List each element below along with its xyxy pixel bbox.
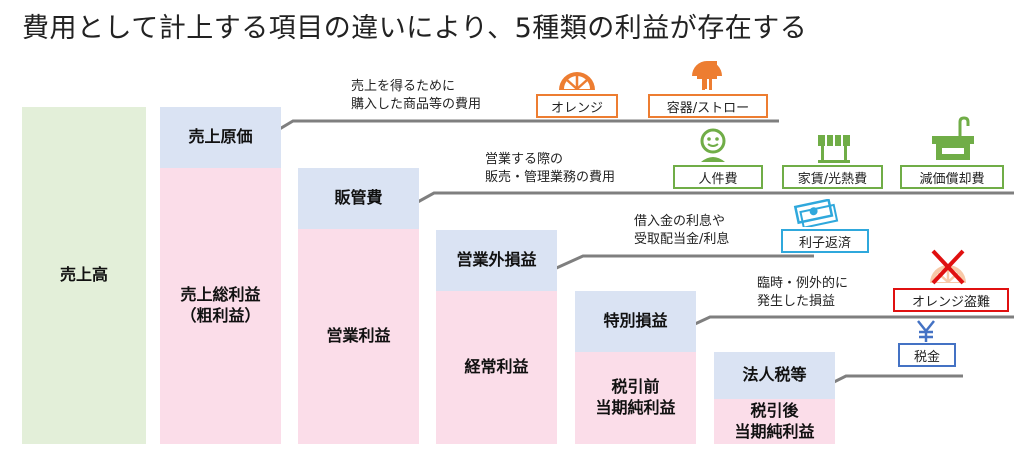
sales-label: 売上高 (59, 265, 108, 285)
ordinary-profit-label: 経常利益 (464, 357, 529, 377)
cogs-note: 売上を得るために 購入した商品等の費用 (351, 78, 481, 114)
sga-block: 販管費 (298, 168, 419, 229)
storefront-icon (818, 135, 850, 163)
net-label: 税引後 (750, 400, 799, 420)
gross-profit-label: 売上総利益 (180, 285, 261, 305)
money-bills-icon (793, 199, 839, 227)
operating-profit-label: 営業利益 (326, 326, 391, 346)
extra-connector (681, 315, 1014, 332)
smiley-person-icon (700, 128, 726, 162)
interest-label-box: 利子返済 (781, 229, 869, 253)
nonop-note-line1: 借入金の利息や (634, 214, 726, 229)
container-label-box: 容器/ストロー (648, 94, 768, 118)
tax-label-box: 税金 (898, 343, 956, 367)
orange-slice-icon (559, 72, 595, 90)
orange-crossed-icon (930, 249, 966, 285)
extraordinary-label: 特別損益 (603, 311, 668, 331)
page-title: 費用として計上する項目の違いにより、5種類の利益が存在する (22, 13, 808, 44)
cogs-block: 売上原価 (160, 107, 281, 168)
operating-profit-block: 営業利益 (298, 229, 419, 444)
theft-label-box: オレンジ盗難 (893, 288, 1009, 312)
nonop-connector (551, 254, 814, 272)
sga-label: 販管費 (334, 188, 383, 208)
cogs-note-line2: 購入した商品等の費用 (351, 97, 482, 113)
sales-block: 売上高 (22, 107, 146, 444)
straw-cup-icon (692, 61, 722, 90)
extra-note-line1: 臨時・例外的に (757, 276, 849, 291)
ordinary-profit-block: 経常利益 (436, 291, 557, 444)
extra-note: 臨時・例外的に 発生した損益 (757, 275, 848, 311)
sga-connector (404, 191, 1014, 211)
nonop-note-line2: 受取配当金/利息 (634, 232, 730, 248)
nonop-note: 借入金の利息や 受取配当金/利息 (634, 213, 729, 249)
pretax-label: 税引前 (611, 377, 660, 397)
sga-note-line1: 営業する際の (485, 152, 564, 167)
depreciation-label-box: 減価償却費 (900, 165, 1004, 189)
non-operating-label: 営業外損益 (456, 250, 537, 270)
tax-connector (819, 374, 963, 391)
gross-profit-alias: （粗利益） (180, 306, 261, 325)
net-profit-block: 税引後 当期純利益 (714, 399, 835, 444)
extra-note-line2: 発生した損益 (757, 294, 836, 310)
rent-label-box: 家賃/光熱費 (782, 165, 883, 189)
pretax-label-2: 当期純利益 (595, 398, 676, 417)
sga-note: 営業する際の 販売・管理業務の費用 (485, 151, 615, 187)
pretax-profit-block: 税引前 当期純利益 (575, 352, 696, 444)
gross-profit-block: 売上総利益 （粗利益） (160, 168, 281, 444)
cogs-label: 売上原価 (188, 127, 253, 147)
sga-note-line2: 販売・管理業務の費用 (485, 170, 616, 186)
extraordinary-block: 特別損益 (575, 291, 696, 352)
cogs-note-line1: 売上を得るために (351, 79, 456, 94)
tax-label: 法人税等 (742, 365, 807, 385)
orange-label-box: オレンジ (536, 94, 618, 118)
factory-icon (932, 116, 974, 160)
personnel-label-box: 人件費 (673, 165, 763, 189)
net-label-2: 当期純利益 (734, 421, 815, 441)
yen-icon (917, 320, 935, 342)
tax-block: 法人税等 (714, 352, 835, 399)
non-operating-block: 営業外損益 (436, 230, 557, 291)
